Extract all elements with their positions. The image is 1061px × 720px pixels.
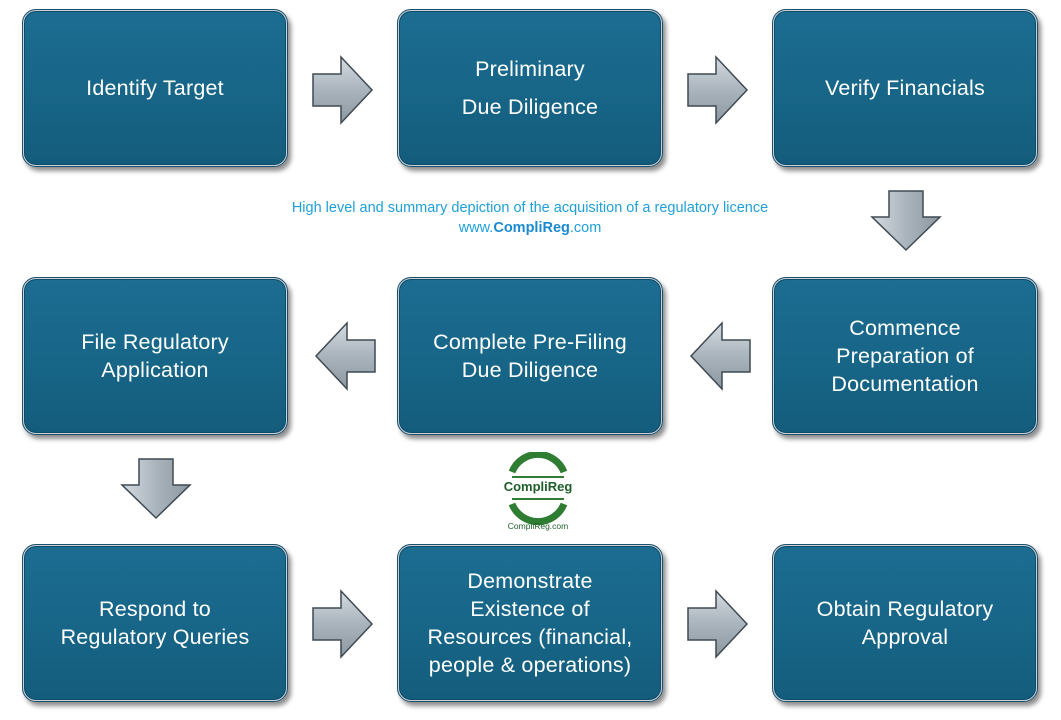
step-label: File Regulatory Application bbox=[81, 330, 229, 382]
step-label: Complete Pre-Filing Due Diligence bbox=[433, 330, 627, 382]
step-file-regulatory-application: File Regulatory Application bbox=[22, 277, 288, 435]
arrow-right-icon bbox=[312, 55, 374, 125]
arrow-right-icon bbox=[687, 589, 749, 659]
caption-url-prefix: www. bbox=[458, 220, 494, 236]
step-preliminary-due-diligence: Preliminary Due Diligence bbox=[397, 9, 663, 167]
logo-name: CompliReg bbox=[504, 479, 573, 494]
step-label: Respond to Regulatory Queries bbox=[60, 597, 250, 649]
caption-url: www.CompliReg.com bbox=[230, 218, 830, 238]
step-label: Obtain Regulatory Approval bbox=[816, 597, 994, 649]
arrow-right-icon bbox=[312, 589, 374, 659]
caption-description: High level and summary depiction of the … bbox=[291, 200, 769, 216]
arrow-down-icon bbox=[120, 458, 192, 520]
arrow-right-icon bbox=[687, 55, 749, 125]
step-label: Commence Preparation of Documentation bbox=[831, 316, 979, 396]
step-complete-pre-filing: Complete Pre-Filing Due Diligence bbox=[397, 277, 663, 435]
arrow-left-icon bbox=[314, 321, 376, 391]
step-verify-financials: Verify Financials bbox=[772, 9, 1038, 167]
caption: High level and summary depiction of the … bbox=[230, 198, 830, 238]
arrow-left-icon bbox=[689, 321, 751, 391]
caption-url-suffix: .com bbox=[569, 220, 602, 236]
logo-url: CompliReg.com bbox=[508, 521, 568, 531]
step-label: Verify Financials bbox=[825, 76, 985, 100]
step-demonstrate-resources: Demonstrate Existence of Resources (fina… bbox=[397, 544, 663, 702]
complireg-logo: CompliReg CompliReg.com bbox=[504, 452, 573, 531]
step-commence-preparation: Commence Preparation of Documentation bbox=[772, 277, 1038, 435]
step-label: Identify Target bbox=[86, 76, 224, 100]
step-label: Preliminary Due Diligence bbox=[461, 57, 599, 119]
step-label: Demonstrate Existence of Resources (fina… bbox=[427, 569, 633, 677]
step-obtain-approval: Obtain Regulatory Approval bbox=[772, 544, 1038, 702]
step-identify-target: Identify Target bbox=[22, 9, 288, 167]
caption-url-brand: CompliReg bbox=[493, 220, 570, 236]
arrow-down-icon bbox=[870, 190, 942, 252]
step-respond-to-queries: Respond to Regulatory Queries bbox=[22, 544, 288, 702]
